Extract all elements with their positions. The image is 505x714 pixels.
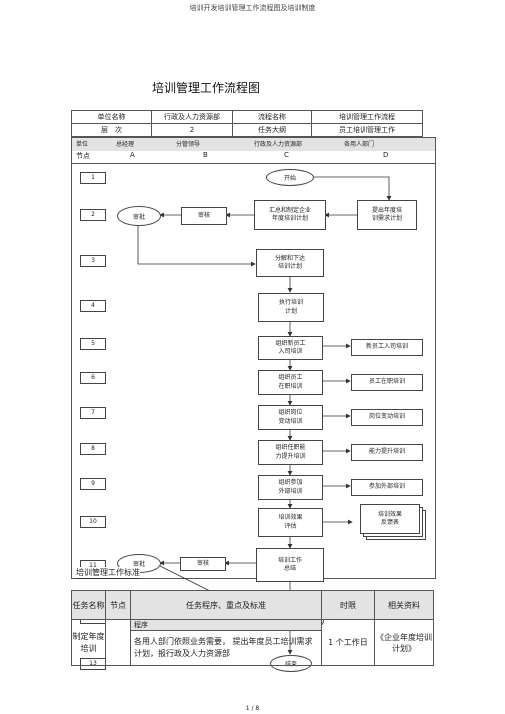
info-cell: 2: [151, 123, 233, 137]
role-header-cell: 分管领导: [176, 141, 201, 148]
info-cell: 员工培训管理工作: [311, 123, 423, 137]
onboard-training-d-box: 员工在职培训: [351, 374, 423, 391]
info-row-2: 层 次 2 任务大纲 员工培训管理工作: [71, 123, 423, 137]
box-line: 组织员工: [278, 374, 303, 382]
task-name-cell: 制定年度培训: [71, 619, 106, 666]
node-number: 8: [80, 443, 106, 455]
box-line: 培训计划: [277, 263, 302, 270]
node-number: 1: [80, 172, 106, 184]
box-line: 提出年度培: [371, 206, 402, 214]
approve-decision: 审批: [117, 206, 161, 226]
transfer-training-d-box: 岗位变动培训: [351, 409, 423, 426]
header-cell: 节点: [105, 590, 131, 620]
box-line: 计划: [284, 307, 297, 315]
box-line: 年度培训计划: [271, 215, 308, 222]
box-line: 外部培训: [278, 487, 303, 495]
header-cell: 相关资料: [374, 590, 434, 620]
info-table: 单位名称 行政及人力资源部 流程名称 培训管理工作流程 层 次 2 任务大纲 员…: [71, 110, 423, 137]
box-line: 在职培训: [278, 382, 303, 390]
procedure-subheader: 程序: [130, 619, 322, 631]
procedure-detail-cell: 各用人部门依照业务需要， 提出年度员工培训需求计划，报行政及人力资源部: [130, 630, 322, 666]
role-header-cell: 单位: [76, 141, 89, 148]
header-cell: 时限: [321, 590, 375, 620]
info-cell: 层 次: [71, 123, 152, 137]
box-line: 培训效果: [278, 514, 303, 522]
decompose-plan-box: 分解和下达培训计划: [256, 249, 324, 277]
table-row: 制定年度培训 程序 1 个工作日 《企业年度培训计划》: [71, 619, 434, 666]
standard-overlay-label: 培训管理工作标准: [76, 567, 140, 579]
box-line: 评估: [284, 522, 297, 530]
summarize-plan-box: 汇总和制定企业年度培训计划: [254, 200, 326, 230]
table-row: 各用人部门依照业务需要， 提出年度员工培训需求计划，报行政及人力资源部: [72, 630, 434, 666]
new-staff-training-d-box: 新员工入司培训: [351, 339, 423, 356]
role-header-cell: 总经理: [116, 141, 135, 148]
box-line: 分解和下达: [274, 254, 305, 262]
box-line: 培训工作: [277, 556, 302, 564]
box-line: 组织新员工: [275, 339, 306, 347]
evaluation-box: 培训效果评估: [258, 508, 323, 537]
node-number: 7: [80, 407, 106, 419]
onboard-training-box: 组织员工在职培训: [258, 370, 323, 395]
node-number: 6: [80, 372, 106, 384]
node-number: 10: [80, 516, 106, 528]
box-line: 训需求计划: [371, 215, 402, 222]
work-summary-box: 培训工作总结: [256, 548, 324, 582]
column-letter: B: [203, 151, 208, 159]
node-number: 3: [80, 255, 106, 267]
info-cell: 任务大纲: [232, 123, 312, 137]
ability-training-d-box: 能力提升培训: [351, 444, 423, 461]
ability-training-box: 组织任职能力提升培训: [258, 440, 323, 465]
page-number: 1 / 8: [245, 705, 260, 712]
header-cell: 任务名称: [71, 590, 106, 620]
box-line: 执行培训: [278, 299, 303, 307]
info-cell: 单位名称: [71, 110, 152, 124]
box-line: 入司培训: [278, 348, 303, 355]
start-terminal: 开始: [266, 169, 314, 186]
box-line: 组织任职能: [275, 444, 306, 452]
execute-plan-box: 执行培训计划: [258, 293, 324, 322]
page-header: 培训开发培训管理工作流程图及培训制度: [189, 4, 316, 12]
role-header-cell: 行政及人力资源部: [254, 141, 303, 148]
node-number: 9: [80, 478, 106, 490]
info-cell: 流程名称: [232, 110, 312, 124]
new-staff-training-box: 组织新员工入司培训: [258, 336, 323, 360]
box-line: 力提升培训: [275, 452, 306, 460]
node-number: 5: [80, 338, 106, 350]
column-letter: A: [130, 151, 135, 159]
time-limit-cell: 1 个工作日: [321, 619, 375, 666]
table-header-row: 任务名称 节点 任务程序、重点及标准 时限 相关资料: [71, 590, 434, 620]
box-line: 总结: [283, 565, 296, 572]
task-standards-table: 任务名称 节点 任务程序、重点及标准 时限 相关资料 制定年度培训 程序 1 个…: [71, 590, 434, 666]
materials-cell: 《企业年度培训计划》: [374, 619, 434, 666]
column-letter: C: [284, 151, 289, 159]
external-training-d-box: 参加外部培训: [351, 479, 423, 496]
node-number: 2: [80, 209, 106, 221]
box-line: 组织参加: [278, 479, 303, 487]
feedback-form-docs: 培训效果反馈表: [360, 504, 420, 534]
node-number: 4: [80, 300, 106, 312]
document-title: 培训管理工作流程图: [152, 81, 261, 95]
review-box-2: 审核: [180, 557, 226, 571]
header-cell: 任务程序、重点及标准: [130, 590, 322, 620]
box-line: 变动培训: [278, 417, 303, 425]
info-cell: 培训管理工作流程: [311, 110, 423, 124]
box-line: 组织岗位: [278, 409, 303, 417]
transfer-training-box: 组织岗位变动培训: [258, 405, 323, 430]
node-cell: [105, 619, 131, 666]
box-line: 反馈表: [380, 519, 399, 526]
review-box: 审核: [181, 207, 227, 225]
box-line: 培训效果: [377, 510, 402, 518]
node-label: 节点: [76, 152, 90, 160]
dept-needs-box: 提出年度培训需求计划: [357, 200, 417, 230]
column-letters-row: 节点 A B C D: [71, 151, 436, 164]
box-line: 汇总和制定企业: [268, 206, 311, 214]
external-training-box: 组织参加外部培训: [258, 475, 323, 500]
info-cell: 行政及人力资源部: [151, 110, 233, 124]
role-header-cell: 各用人部门: [344, 141, 375, 148]
role-header-row: 单位 总经理 分管领导 行政及人力资源部 各用人部门: [71, 137, 436, 152]
column-letter: D: [383, 151, 389, 159]
info-row-1: 单位名称 行政及人力资源部 流程名称 培训管理工作流程: [71, 110, 423, 124]
